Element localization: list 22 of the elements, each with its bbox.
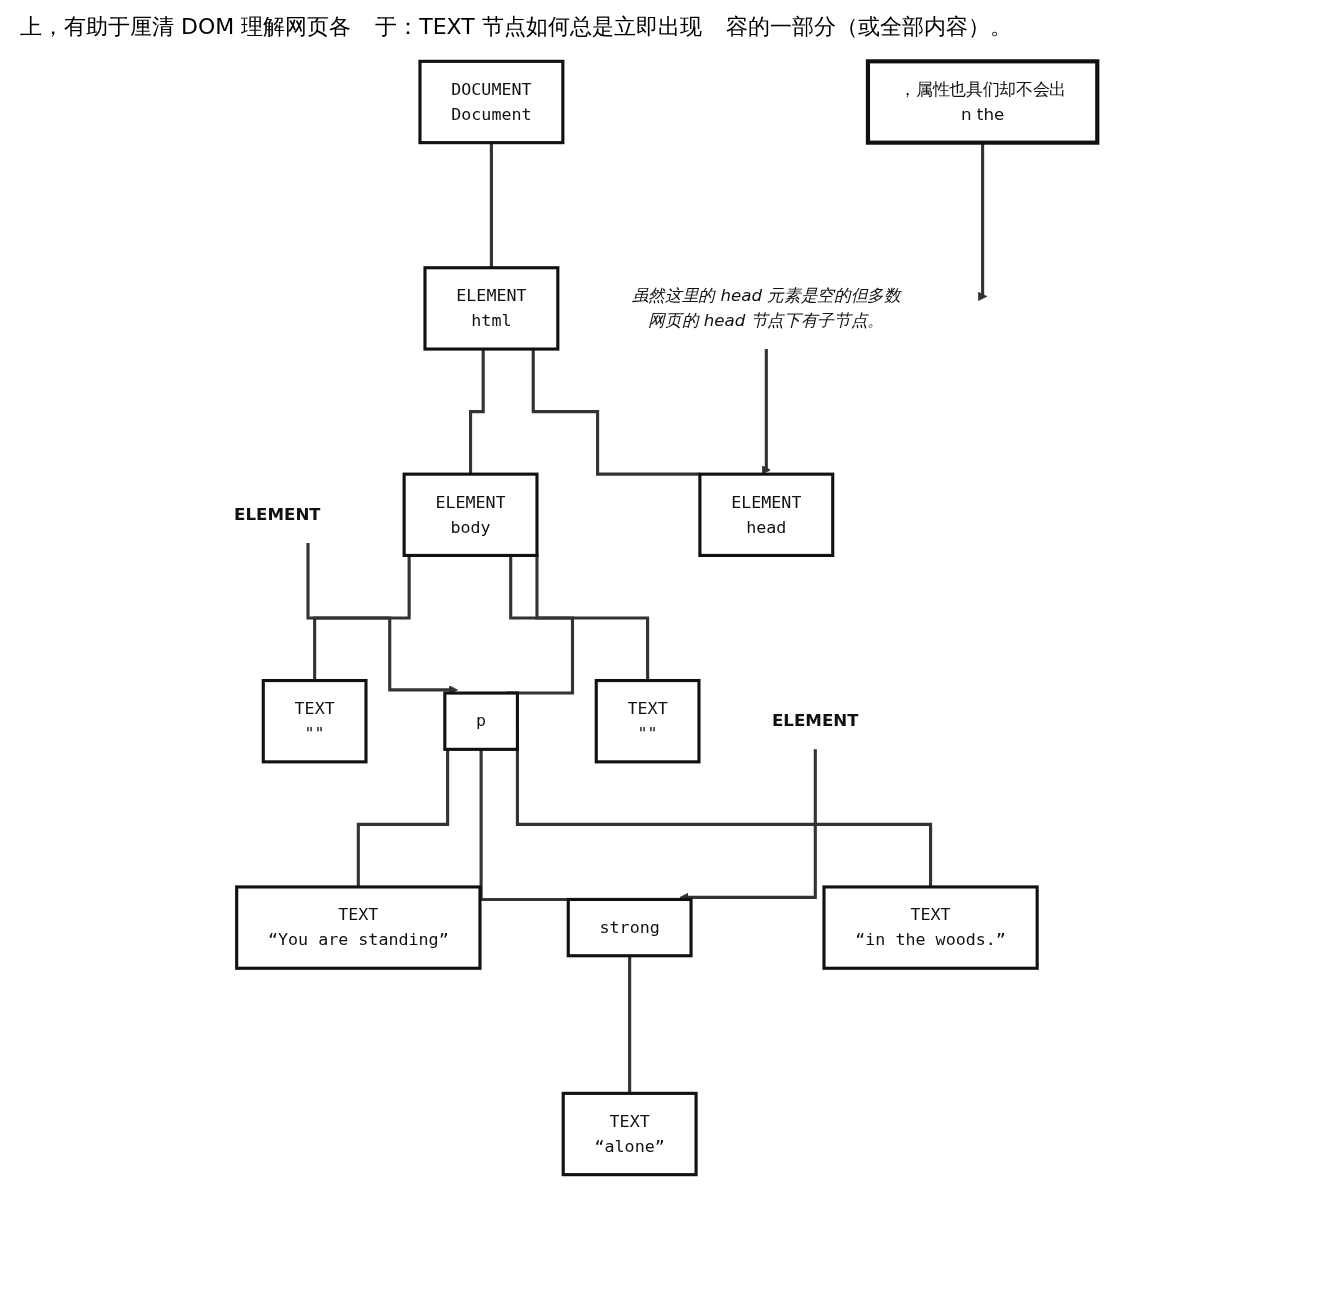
node-box: strong: [566, 897, 693, 958]
node-box: ELEMENT html: [423, 266, 560, 351]
node-box: TEXT “alone”: [561, 1091, 698, 1177]
node-box: DOCUMENT Document: [418, 59, 565, 145]
node-box: ，属性也具们却不会出 n the: [865, 59, 1100, 145]
caption-text: 上，有助于厘清 DOM 理解网页各: [20, 13, 352, 41]
node-text: ELEMENT: [233, 504, 321, 525]
node-box: TEXT “You are standing”: [235, 885, 482, 970]
node-text: 虽然这里的 head 元素是空的但多数网页的 head 节点下有子节点。: [631, 285, 901, 331]
arrow: [679, 749, 817, 902]
node-box: ELEMENT body: [402, 472, 539, 557]
node-box: TEXT "": [261, 679, 368, 764]
node-box: p: [443, 691, 519, 751]
caption-text: 于：TEXT 节点如何总是立即出现: [375, 13, 702, 41]
node-box: TEXT “in the woods.”: [822, 885, 1039, 970]
node-box: TEXT "": [594, 679, 701, 764]
connector: [531, 349, 700, 476]
node-text: ELEMENT: [771, 710, 859, 731]
caption-text: 容的一部分（或全部内容）。: [725, 13, 1012, 41]
node-box: ELEMENT head: [698, 472, 835, 557]
connector: [506, 555, 575, 695]
arrow: [761, 349, 771, 475]
